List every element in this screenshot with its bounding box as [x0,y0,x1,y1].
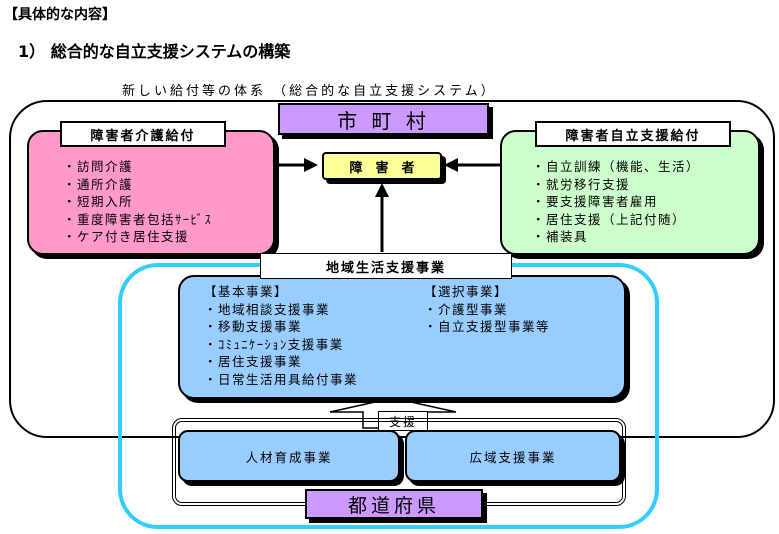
basic-services-title: 【基本事業】 [204,284,289,299]
optional-services: 【選択事業】 ・介護型事業 ・自立支援型事業等 [424,283,550,336]
list-item: ・ケア付き居住支援 [63,229,190,244]
wide-area-box-text: 広域支援事業 [469,449,557,465]
prefecture-label: 都道府県 [305,489,483,519]
list-item: ・就労移行支援 [532,176,631,192]
community-box: 【基本事業】 ・地域相談支援事業 ・移動支援事業 ・ｺﾐｭﾆｹｰｼｮﾝ支援事業 … [178,275,626,399]
municipality-label: 市 町 村 [278,103,489,135]
optional-services-title: 【選択事業】 [424,284,509,299]
right-panel-title-text: 障害者自立支援給付 [565,128,701,144]
diagram-caption: 新しい給付等の体系 （総合的な自立支援システム） [122,84,497,99]
community-title-text: 地域生活支援事業 [325,260,446,276]
list-item: ・自立訓練（機能、生活） [532,159,701,174]
municipality-label-text: 市 町 村 [337,108,430,133]
section-title: 1） 総合的な自立支援システムの構築 [18,42,291,61]
center-box-text: 障 害 者 [349,160,415,176]
list-item: ・ｺﾐｭﾆｹｰｼｮﾝ支援事業 [204,336,344,352]
left-panel-title-text: 障害者介護給付 [90,128,196,144]
list-item: ・要支援障害者雇用 [532,194,659,209]
list-item: ・補装具 [532,229,589,244]
list-item: ・居住支援事業 [204,354,303,369]
right-panel: ・自立訓練（機能、生活） ・就労移行支援 ・要支援障害者雇用 ・居住支援（上記付… [500,130,760,255]
list-item: ・居住支援（上記付随） [532,211,687,227]
training-box-text: 人材育成事業 [245,449,333,465]
prefecture-label-text: 都道府県 [347,494,440,517]
right-panel-title: 障害者自立支援給付 [535,121,731,147]
list-item: ・日常生活用具給付事業 [204,371,359,387]
community-title: 地域生活支援事業 [260,253,512,279]
center-box: 障 害 者 [322,152,442,180]
list-item: ・通所介護 [63,176,134,192]
list-item: ・移動支援事業 [204,319,303,334]
left-panel-title: 障害者介護給付 [60,121,226,147]
right-panel-list: ・自立訓練（機能、生活） ・就労移行支援 ・要支援障害者雇用 ・居住支援（上記付… [532,158,700,246]
left-panel-list: ・訪問介護 ・通所介護 ・短期入所 ・重度障害者包括ｻｰﾋﾞｽ ・ケア付き居住支… [63,158,212,246]
wide-area-box: 広域支援事業 [405,430,621,482]
left-panel: ・訪問介護 ・通所介護 ・短期入所 ・重度障害者包括ｻｰﾋﾞｽ ・ケア付き居住支… [27,130,275,255]
list-item: ・介護型事業 [424,301,509,317]
list-item: ・短期入所 [63,194,134,209]
basic-services: 【基本事業】 ・地域相談支援事業 ・移動支援事業 ・ｺﾐｭﾆｹｰｼｮﾝ支援事業 … [204,283,358,388]
list-item: ・重度障害者包括ｻｰﾋﾞｽ [63,211,213,227]
page-heading: 【具体的な内容】 [4,7,116,23]
list-item: ・地域相談支援事業 [204,301,331,317]
list-item: ・自立支援型事業等 [424,319,551,334]
list-item: ・訪問介護 [63,159,134,174]
training-box: 人材育成事業 [178,430,400,482]
